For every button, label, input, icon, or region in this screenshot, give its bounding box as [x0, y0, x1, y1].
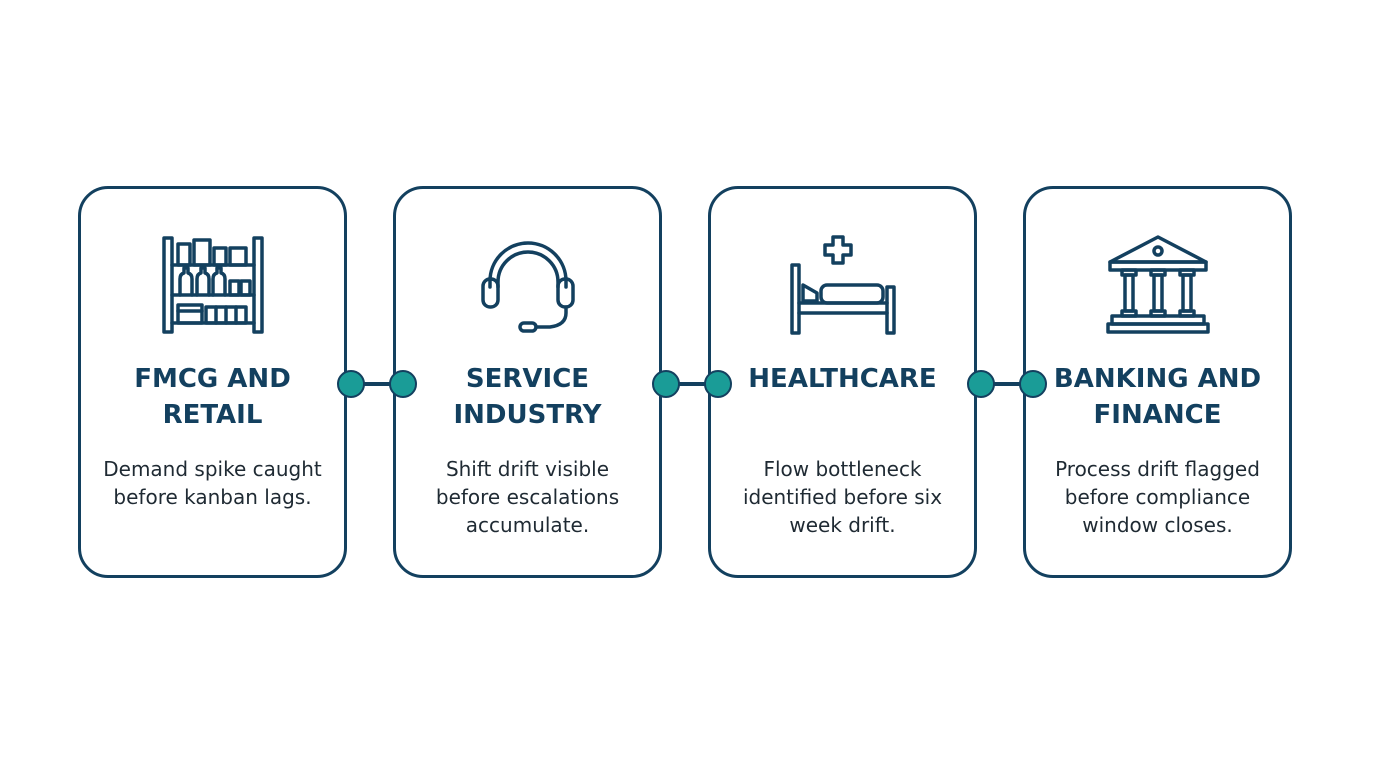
- connector-node: [389, 370, 417, 398]
- connector-2-3: [652, 370, 732, 398]
- card-fmcg-retail: FMCG AND RETAIL Demand spike caught befo…: [78, 186, 347, 578]
- connector-3-4: [967, 370, 1047, 398]
- card-title: SERVICE INDUSTRY: [453, 364, 602, 430]
- connector-node: [1019, 370, 1047, 398]
- connector-node: [704, 370, 732, 398]
- retail-shelf-icon: [81, 229, 344, 341]
- hospital-bed-icon: [711, 229, 974, 341]
- connector-line: [351, 382, 403, 386]
- card-title: HEALTHCARE: [748, 364, 937, 394]
- card-title: BANKING AND FINANCE: [1053, 364, 1262, 430]
- connector-node: [337, 370, 365, 398]
- card-healthcare: HEALTHCARE Flow bottleneck identified be…: [708, 186, 977, 578]
- card-description: Flow bottleneck identified before six we…: [742, 457, 943, 537]
- card-title: FMCG AND RETAIL: [134, 364, 291, 430]
- card-service-industry: SERVICE INDUSTRY Shift drift visible bef…: [393, 186, 662, 578]
- bank-building-icon: [1026, 229, 1289, 341]
- card-description: Demand spike caught before kanban lags.: [103, 457, 322, 509]
- connector-line: [666, 382, 718, 386]
- card-banking-finance: BANKING AND FINANCE Process drift flagge…: [1023, 186, 1292, 578]
- card-description: Process drift flagged before compliance …: [1055, 457, 1260, 537]
- connector-node: [967, 370, 995, 398]
- connector-node: [652, 370, 680, 398]
- connector-line: [981, 382, 1033, 386]
- card-description: Shift drift visible before escalations a…: [435, 457, 620, 537]
- connector-1-2: [337, 370, 417, 398]
- headset-icon: [396, 229, 659, 341]
